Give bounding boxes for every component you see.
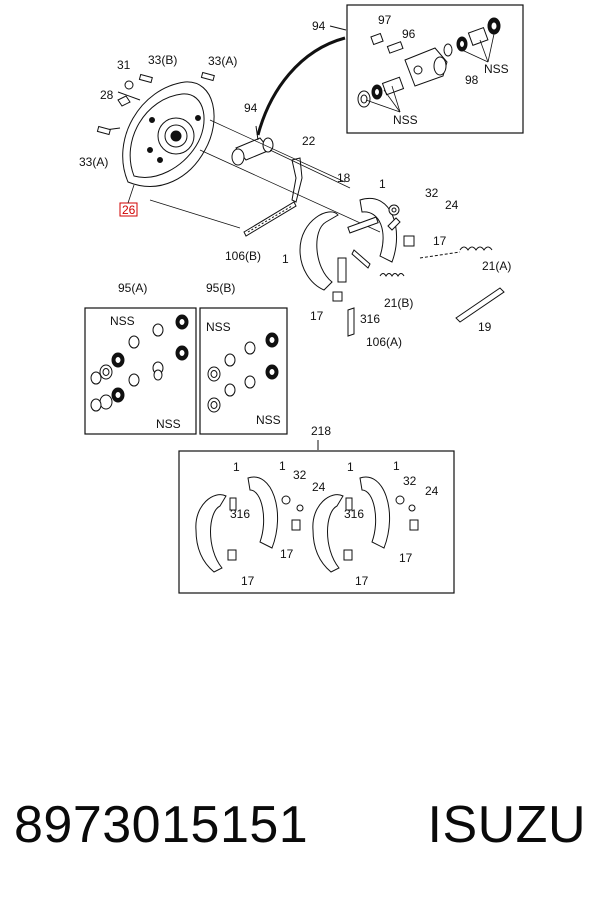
kit-218-left-17b: 17 [241,574,255,588]
callout-24: 24 [445,198,459,212]
nss-label-b: NSS [393,113,418,127]
kit-95a: 95(A) NSS NSS [84,281,197,435]
return-springs [379,246,493,277]
callout-94-top: 94 [312,19,326,33]
kit-95b-title: 95(B) [206,281,235,295]
kit-218-right-32: 32 [403,474,417,488]
callout-1-left: 1 [282,252,289,266]
callout-98: 98 [465,73,479,87]
backing-plate-assembly [96,71,215,187]
brake-parts-diagram: 94 97 96 98 NSS NSS [79,4,524,594]
callout-106a: 106(A) [366,335,402,349]
kit-218-right-set [312,476,419,573]
callout-17-low: 17 [310,309,324,323]
lever-part [291,157,303,203]
callout-26[interactable]: 26 [122,203,136,217]
callout-31: 31 [117,58,131,72]
inset-leader-arrow [256,36,346,136]
kit-218-left-1a: 1 [233,460,240,474]
kit-218-right-1b: 1 [393,459,400,473]
callout-33b: 33(B) [148,53,177,67]
kit-218-left-32: 32 [293,468,307,482]
kit-218-title: 218 [311,424,331,438]
kit-95a-nss-bottom: NSS [156,417,181,431]
callout-17-mid: 17 [433,234,447,248]
assembly-lines [149,119,381,233]
kit-95b-nss-bottom: NSS [256,413,281,427]
callout-21b: 21(B) [384,296,413,310]
callout-94-mid: 94 [244,101,258,115]
kit-218-left-316: 316 [230,507,250,521]
callout-33a-left: 33(A) [79,155,108,169]
callout-96: 96 [402,27,416,41]
callout-22: 22 [302,134,316,148]
nss-label-a: NSS [484,62,509,76]
wheel-cylinder [231,125,274,166]
kit-218-right-17b: 17 [355,574,369,588]
kit-218-left-1b: 1 [279,459,286,473]
kit-218: 218 1 1 32 24 316 17 17 1 1 32 [178,424,455,594]
callout-1-top: 1 [379,177,386,191]
callout-106b: 106(B) [225,249,261,263]
kit-95b: 95(B) NSS NSS [199,281,288,435]
callout-32: 32 [425,186,439,200]
callout-97: 97 [378,13,392,27]
callout-33a-top: 33(A) [208,54,237,68]
kit-95a-nss-top: NSS [110,314,135,328]
kit-218-right-24: 24 [425,484,439,498]
callout-21a: 21(A) [482,259,511,273]
highlight-box-26 [119,202,138,217]
callout-28: 28 [100,88,114,102]
kit-218-left-set [195,476,304,573]
kit-218-right-17a: 17 [399,551,413,565]
callout-316: 316 [360,312,380,326]
brand-name: ISUZU [427,796,586,854]
kit-218-left-24: 24 [312,480,326,494]
parking-strut [455,287,505,323]
callout-19: 19 [478,320,492,334]
callout-18: 18 [337,171,351,185]
kit-95b-nss-top: NSS [206,320,231,334]
brake-shoes [299,197,415,302]
wheel-cylinder-inset: 94 97 96 98 NSS NSS [312,4,524,134]
kit-95a-title: 95(A) [118,281,147,295]
part-number: 8973015151 [14,796,309,854]
kit-218-right-316: 316 [344,507,364,521]
kit-218-right-1a: 1 [347,460,354,474]
adjuster-spring-a [347,307,355,337]
product-caption: 8973015151 ISUZU [14,790,586,860]
kit-218-left-17a: 17 [280,547,294,561]
